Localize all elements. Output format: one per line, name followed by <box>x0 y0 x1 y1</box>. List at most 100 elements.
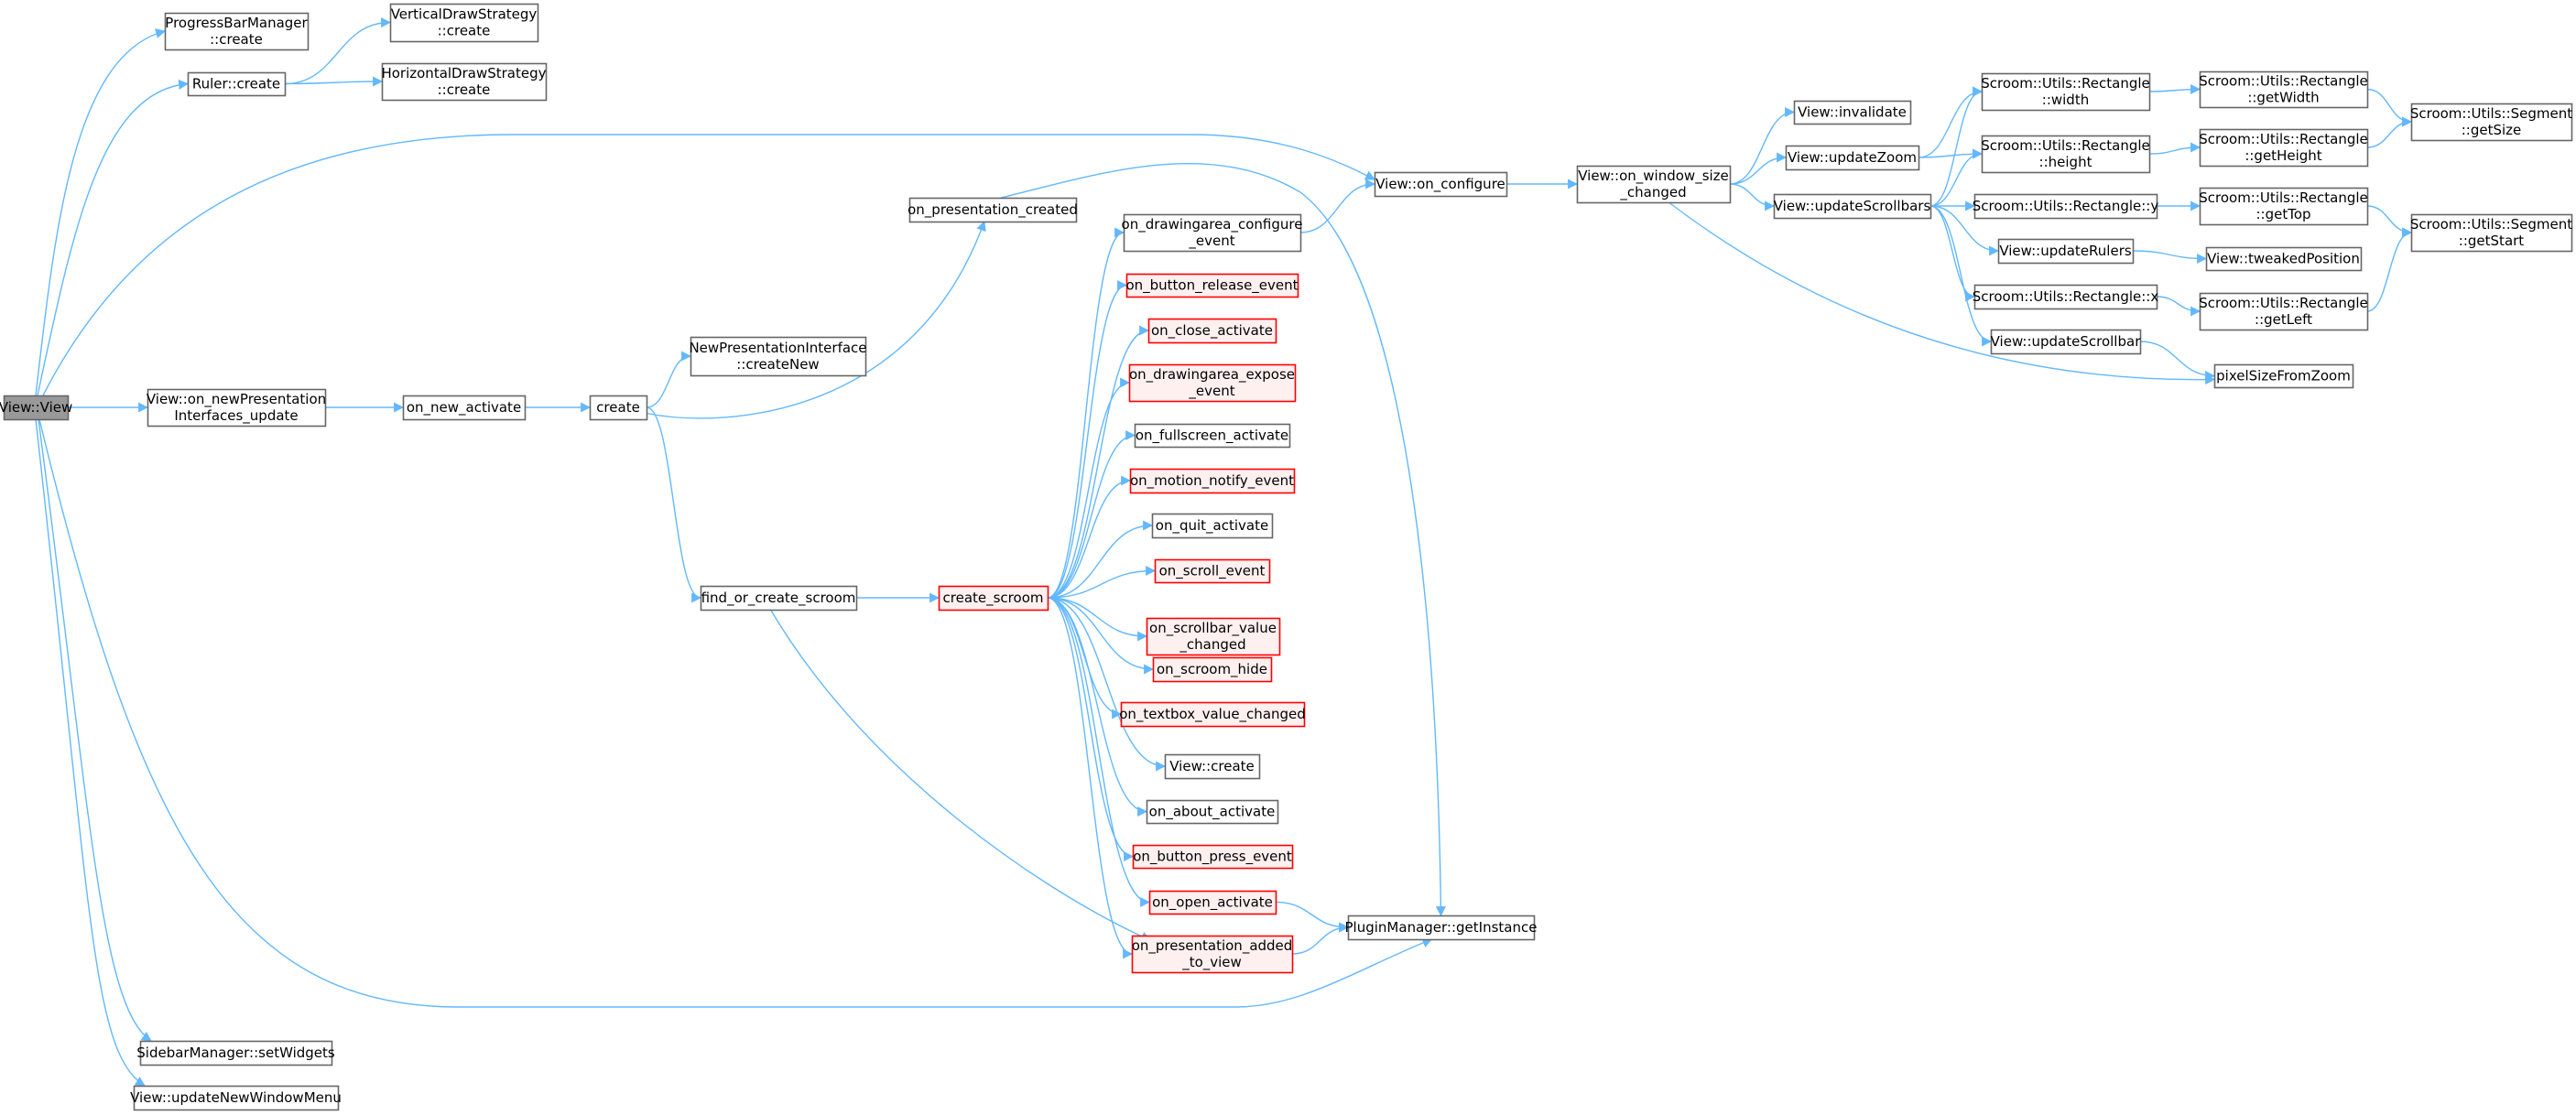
node-box[interactable] <box>164 12 310 51</box>
node-box[interactable] <box>1374 171 1508 198</box>
graph-node-vertical_create[interactable]: VerticalDrawStrategy::create <box>389 3 539 43</box>
node-box[interactable] <box>908 197 1078 223</box>
graph-node-rect_getheight[interactable]: Scroom::Utils::Rectangle::getHeight <box>2199 128 2369 168</box>
node-box[interactable] <box>2410 103 2573 142</box>
node-box[interactable] <box>1576 165 1732 204</box>
graph-node-on_close_activate[interactable]: on_close_activate <box>1147 318 1277 344</box>
node-box[interactable] <box>402 395 527 421</box>
node-box[interactable] <box>1997 238 2135 265</box>
graph-node-view_updatezoom[interactable]: View::updateZoom <box>1785 145 1920 171</box>
graph-node-on_textbox_value_changed[interactable]: on_textbox_value_changed <box>1119 701 1306 728</box>
node-box[interactable] <box>389 3 539 43</box>
graph-node-on_motion_notify_event[interactable]: on_motion_notify_event <box>1129 468 1296 494</box>
graph-node-on_new_activate[interactable]: on_new_activate <box>402 395 527 421</box>
node-box[interactable] <box>1973 284 2158 310</box>
graph-node-find_or_create_scroom[interactable]: find_or_create_scroom <box>700 585 858 612</box>
graph-node-ruler_create[interactable]: Ruler::create <box>187 71 287 97</box>
node-box[interactable] <box>1120 701 1306 728</box>
node-box[interactable] <box>1152 656 1273 683</box>
node-box[interactable] <box>1147 318 1277 344</box>
graph-node-on_scroom_hide[interactable]: on_scroom_hide <box>1152 656 1273 683</box>
graph-node-view_create[interactable]: View::create <box>1164 753 1261 780</box>
node-box[interactable] <box>1148 890 1277 915</box>
graph-node-on_button_release_event[interactable]: on_button_release_event <box>1125 273 1299 298</box>
graph-node-view_updatescrollbars[interactable]: View::updateScrollbars <box>1773 193 1932 220</box>
node-box[interactable] <box>1981 135 2151 174</box>
graph-node-rect_getwidth[interactable]: Scroom::Utils::Rectangle::getWidth <box>2199 70 2369 109</box>
graph-node-newpres_createnew[interactable]: NewPresentationInterface::createNew <box>689 336 867 377</box>
node-box[interactable] <box>1134 423 1291 449</box>
node-box[interactable] <box>1132 844 1294 870</box>
graph-node-pixelsizefromzoom[interactable]: pixelSizeFromZoom <box>2213 363 2354 389</box>
node-box[interactable] <box>133 1085 340 1111</box>
graph-node-on_button_press_event[interactable]: on_button_press_event <box>1132 844 1294 870</box>
node-box[interactable] <box>1146 799 1279 825</box>
node-box[interactable] <box>1123 213 1302 253</box>
node-box[interactable] <box>2213 363 2354 389</box>
graph-node-sidebar_setwidgets[interactable]: SidebarManager::setWidgets <box>136 1040 335 1066</box>
node-box[interactable] <box>139 1040 333 1066</box>
graph-node-on_presentation_created[interactable]: on_presentation_created <box>908 197 1078 223</box>
node-box[interactable] <box>690 336 867 377</box>
graph-node-rect_gettop[interactable]: Scroom::Utils::Rectangle::getTop <box>2199 187 2369 226</box>
node-box[interactable] <box>1793 100 1912 125</box>
graph-node-on_drawingarea_configure_event[interactable]: on_drawingarea_configure_event <box>1122 213 1303 253</box>
node-box[interactable] <box>1773 193 1932 220</box>
node-box[interactable] <box>1164 753 1261 780</box>
graph-node-on_scroll_event[interactable]: on_scroll_event <box>1154 558 1271 584</box>
node-box[interactable] <box>2199 292 2369 331</box>
node-box[interactable] <box>2199 187 2369 226</box>
graph-node-rect_getleft[interactable]: Scroom::Utils::Rectangle::getLeft <box>2199 292 2369 331</box>
graph-node-progressbar_create[interactable]: ProgressBarManager::create <box>164 12 310 51</box>
graph-node-rect_width[interactable]: Scroom::Utils::Rectangle::width <box>1981 72 2151 112</box>
graph-node-view_updaterulers[interactable]: View::updateRulers <box>1997 238 2135 265</box>
graph-node-create_scroom[interactable]: create_scroom <box>938 585 1049 612</box>
graph-node-view_tweakedposition[interactable]: View::tweakedPosition <box>2205 246 2363 272</box>
graph-node-view_view[interactable]: View::View <box>0 395 72 421</box>
graph-node-view_on_configure[interactable]: View::on_configure <box>1374 171 1508 198</box>
graph-node-on_newpres_update[interactable]: View::on_newPresentationInterfaces_updat… <box>147 388 327 428</box>
node-box[interactable] <box>1125 273 1299 298</box>
graph-node-on_quit_activate[interactable]: on_quit_activate <box>1151 513 1274 539</box>
node-box[interactable] <box>1151 513 1274 539</box>
graph-node-view_updatenewwindowmenu[interactable]: View::updateNewWindowMenu <box>130 1085 342 1111</box>
graph-node-on_scrollbar_value_changed[interactable]: on_scrollbar_value_changed <box>1146 617 1281 656</box>
node-box[interactable] <box>589 395 648 421</box>
graph-node-horizontal_create[interactable]: HorizontalDrawStrategy::create <box>381 62 548 102</box>
node-box[interactable] <box>1129 468 1296 494</box>
node-box[interactable] <box>2199 128 2369 168</box>
node-box[interactable] <box>2199 70 2369 109</box>
node-box[interactable] <box>1973 193 2158 220</box>
graph-node-on_fullscreen_activate[interactable]: on_fullscreen_activate <box>1134 423 1291 449</box>
graph-node-on_drawingarea_expose_event[interactable]: on_drawingarea_expose_event <box>1128 363 1297 403</box>
graph-node-create[interactable]: create <box>589 395 648 421</box>
graph-node-on_open_activate[interactable]: on_open_activate <box>1148 890 1277 915</box>
node-box[interactable] <box>3 395 70 421</box>
node-box[interactable] <box>1146 617 1281 656</box>
node-box[interactable] <box>1128 363 1297 403</box>
node-box[interactable] <box>1785 145 1920 171</box>
graph-node-pluginmanager_getinstance[interactable]: PluginManager::getInstance <box>1345 915 1538 941</box>
node-box[interactable] <box>187 71 287 97</box>
graph-node-view_invalidate[interactable]: View::invalidate <box>1793 100 1912 125</box>
node-box[interactable] <box>1347 915 1536 941</box>
node-box[interactable] <box>1990 329 2142 355</box>
graph-node-rect_y[interactable]: Scroom::Utils::Rectangle::y <box>1973 193 2159 220</box>
graph-node-view_updatescrollbar[interactable]: View::updateScrollbar <box>1990 329 2142 355</box>
node-box[interactable] <box>1981 72 2151 112</box>
node-box[interactable] <box>938 585 1049 612</box>
node-box[interactable] <box>1154 558 1271 584</box>
graph-node-on_presentation_added_to_view[interactable]: on_presentation_added_to_view <box>1131 935 1294 974</box>
node-box[interactable] <box>381 62 548 102</box>
node-box[interactable] <box>2410 213 2573 253</box>
node-box[interactable] <box>147 388 327 428</box>
node-box[interactable] <box>2205 246 2363 272</box>
node-box[interactable] <box>700 585 858 612</box>
node-box[interactable] <box>1131 935 1294 974</box>
graph-node-segment_getstart[interactable]: Scroom::Utils::Segment::getStart <box>2410 213 2573 253</box>
graph-node-rect_height[interactable]: Scroom::Utils::Rectangle::height <box>1981 135 2151 174</box>
graph-node-segment_getsize[interactable]: Scroom::Utils::Segment::getSize <box>2410 103 2573 142</box>
graph-node-view_on_window_size_changed[interactable]: View::on_window_size_changed <box>1576 165 1732 204</box>
graph-node-rect_x[interactable]: Scroom::Utils::Rectangle::x <box>1973 284 2159 310</box>
graph-node-on_about_activate[interactable]: on_about_activate <box>1146 799 1279 825</box>
